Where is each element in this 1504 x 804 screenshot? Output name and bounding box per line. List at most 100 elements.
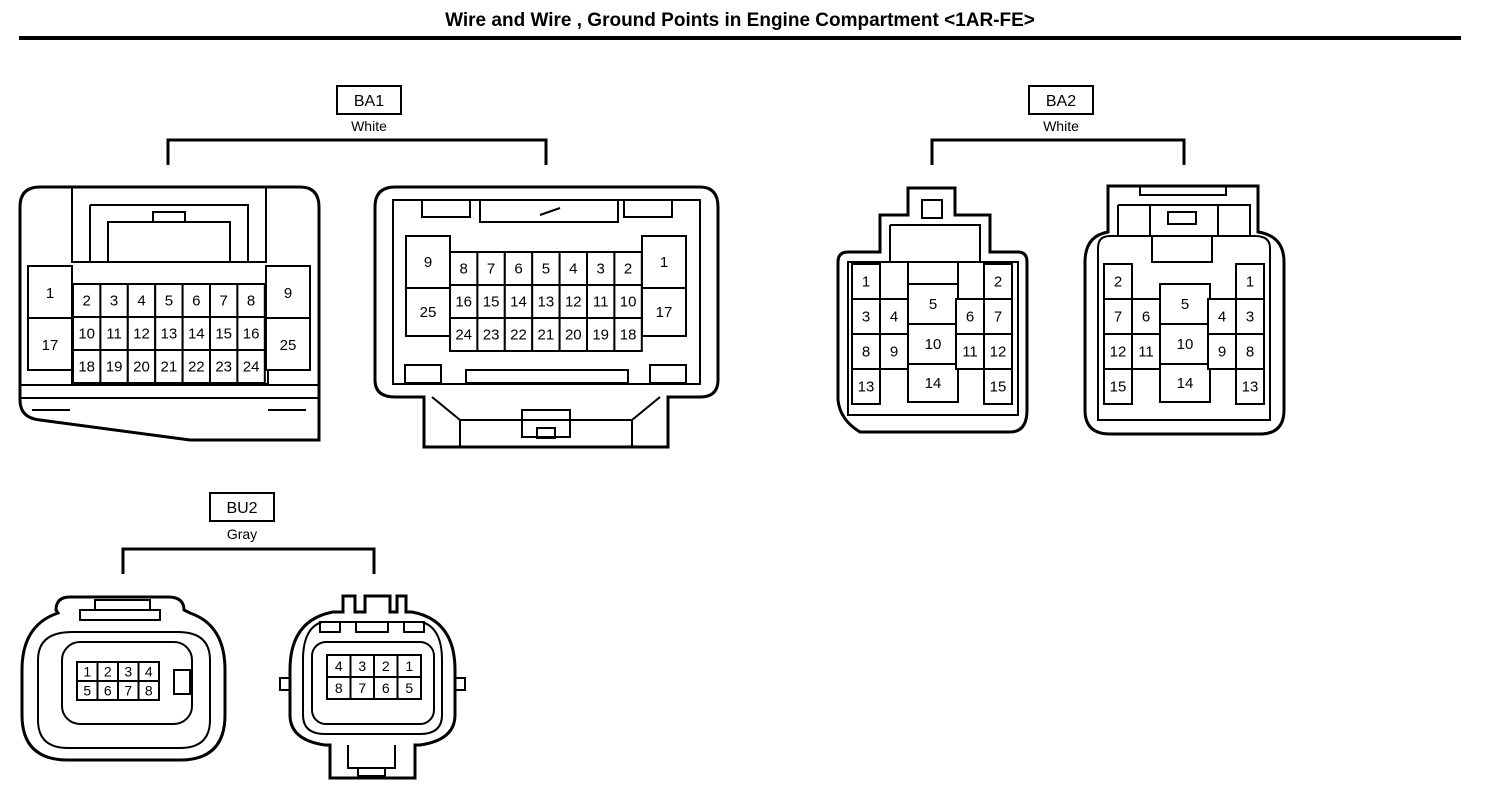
pin-number: 24 bbox=[455, 327, 472, 344]
pin-cell bbox=[558, 317, 588, 352]
pin-number: 1 bbox=[1246, 274, 1254, 291]
pin-cell bbox=[1207, 298, 1237, 335]
pin-number: 2 bbox=[994, 274, 1002, 291]
pin-number: 23 bbox=[215, 359, 232, 376]
pin-number: 13 bbox=[538, 294, 555, 311]
pin-number: 2 bbox=[382, 658, 390, 674]
pin-number: 19 bbox=[592, 327, 609, 344]
pin bbox=[27, 265, 73, 319]
pin-number: 17 bbox=[42, 337, 59, 354]
pin-number: 5 bbox=[929, 296, 937, 313]
pin-number: 21 bbox=[538, 327, 555, 344]
pin-number: 11 bbox=[593, 294, 609, 311]
pin-number: 9 bbox=[284, 285, 292, 302]
pin-cell bbox=[641, 287, 687, 337]
pin-number: 7 bbox=[358, 680, 366, 696]
pin-number: 15 bbox=[483, 294, 500, 311]
pin-cell bbox=[1131, 333, 1161, 370]
pin-number: 10 bbox=[620, 294, 637, 311]
pin-cell bbox=[476, 317, 506, 352]
pin-number: 1 bbox=[46, 285, 54, 302]
pin-number: 12 bbox=[565, 294, 582, 311]
pin-number: 4 bbox=[137, 293, 145, 310]
pin-number: 3 bbox=[1246, 309, 1254, 326]
pin-number: 14 bbox=[925, 375, 942, 392]
pin-number: 3 bbox=[110, 293, 118, 310]
pin-cell bbox=[236, 349, 266, 384]
pin-number: 20 bbox=[565, 327, 582, 344]
pin-number: 3 bbox=[124, 664, 132, 680]
pin-number: 13 bbox=[1242, 379, 1259, 396]
pin-number: 9 bbox=[1218, 344, 1226, 361]
connector-code-bu2: BU2 bbox=[226, 500, 257, 517]
pin-cell bbox=[851, 298, 881, 335]
pin-number: 4 bbox=[1218, 309, 1226, 326]
pin-cell bbox=[558, 251, 588, 286]
pin-number: 15 bbox=[1110, 379, 1127, 396]
pin-number: 11 bbox=[1138, 344, 1154, 361]
pin-cell bbox=[851, 368, 881, 405]
pin-number: 15 bbox=[990, 379, 1007, 396]
pin-number: 10 bbox=[1177, 336, 1194, 353]
pin-number: 16 bbox=[243, 326, 260, 343]
pin-number: 18 bbox=[78, 359, 95, 376]
pin-number: 7 bbox=[994, 309, 1002, 326]
pin-cell bbox=[137, 680, 160, 701]
pin-cell bbox=[613, 251, 643, 286]
pin-cell bbox=[907, 283, 959, 325]
pin-number: 8 bbox=[247, 293, 255, 310]
pin-number: 12 bbox=[133, 326, 150, 343]
pin-number: 6 bbox=[966, 309, 974, 326]
pin-number: 8 bbox=[862, 344, 870, 361]
pin-cell bbox=[1235, 333, 1265, 370]
pin bbox=[265, 317, 311, 371]
pin-cell bbox=[154, 283, 184, 318]
pin-cell bbox=[72, 349, 102, 384]
pin-cell bbox=[531, 317, 561, 352]
pin-cell bbox=[1235, 298, 1265, 335]
pin-number: 3 bbox=[597, 261, 605, 278]
pin-number: 5 bbox=[1181, 296, 1189, 313]
pin-number: 6 bbox=[514, 261, 522, 278]
pin-number: 25 bbox=[420, 304, 437, 321]
pin-number: 7 bbox=[1114, 309, 1122, 326]
pin-number: 7 bbox=[487, 261, 495, 278]
pin-number: 1 bbox=[862, 274, 870, 291]
pin-number: 5 bbox=[83, 683, 91, 699]
pin-number: 4 bbox=[145, 664, 153, 680]
pin-number: 5 bbox=[405, 680, 413, 696]
pin-number: 25 bbox=[280, 337, 297, 354]
pin-cell bbox=[983, 368, 1013, 405]
pin-number: 8 bbox=[460, 261, 468, 278]
pin-number: 3 bbox=[862, 309, 870, 326]
pin-cell bbox=[1235, 263, 1265, 300]
pin-number: 24 bbox=[243, 359, 260, 376]
pin-number: 5 bbox=[542, 261, 550, 278]
pin-cell bbox=[983, 298, 1013, 335]
pin-cell bbox=[1235, 368, 1265, 405]
pin-cell bbox=[955, 298, 985, 335]
pin-number: 4 bbox=[890, 309, 898, 326]
pin-cell bbox=[209, 283, 239, 318]
pin-number: 8 bbox=[145, 683, 153, 699]
pin-cell bbox=[641, 235, 687, 289]
pin-cell bbox=[236, 316, 266, 351]
connector-label-bu2: BU2 Gray bbox=[121, 492, 376, 574]
pin-number: 13 bbox=[161, 326, 178, 343]
pin-number: 17 bbox=[656, 304, 673, 321]
pin-number: 3 bbox=[358, 658, 366, 674]
pin-number: 9 bbox=[890, 344, 898, 361]
pin-number: 6 bbox=[192, 293, 200, 310]
pin-number: 15 bbox=[215, 326, 232, 343]
pin-number: 14 bbox=[1177, 375, 1194, 392]
connector-code-ba1: BA1 bbox=[354, 93, 384, 110]
pin-number: 1 bbox=[405, 658, 413, 674]
pin-number: 2 bbox=[83, 293, 91, 310]
pin-number: 4 bbox=[335, 658, 343, 674]
pin-number: 8 bbox=[1246, 344, 1254, 361]
